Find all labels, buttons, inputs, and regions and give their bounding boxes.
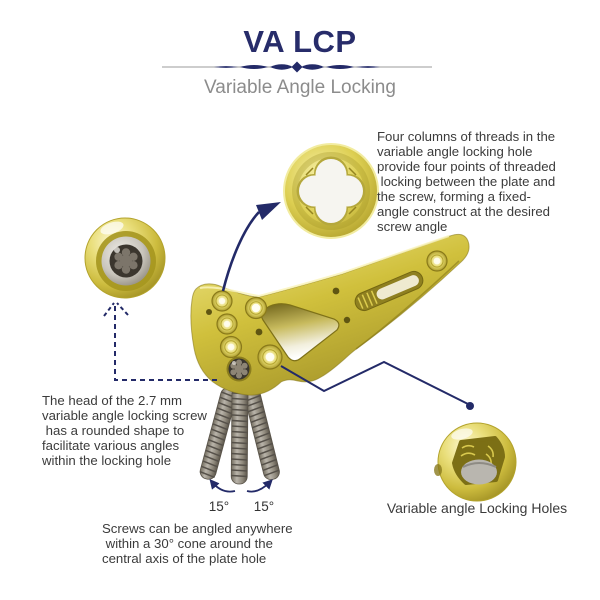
text-line: locking between the plate and [377, 174, 556, 190]
text-line: facilitate various angles [42, 438, 180, 454]
locking-hole [211, 290, 233, 312]
curved-arrow [221, 211, 260, 292]
plate-head-locking-holes [211, 290, 283, 370]
divider-ornament [214, 61, 380, 73]
angle-arc-left [209, 478, 236, 493]
leader-dot [466, 402, 474, 410]
text-line: central axis of the plate hole [102, 551, 267, 567]
inset-locking-hole-ball [434, 422, 517, 502]
screw-left [198, 387, 238, 480]
page-subtitle: Variable Angle Locking [204, 77, 396, 98]
dashed-leader-arrow [103, 302, 217, 381]
angle-label-right: 15° [254, 499, 274, 514]
text-line: has a rounded shape to [42, 423, 185, 439]
inset-screw-head [84, 217, 166, 299]
text-line: provide four points of threaded [377, 159, 556, 175]
text-line: Four columns of threads in the [377, 129, 556, 144]
text-line: within the locking hole [42, 453, 172, 469]
locking-hole [216, 313, 238, 335]
text-line: variable angle locking hole [377, 144, 533, 160]
through-hole-metal [461, 459, 497, 485]
locking-holes-label: Variable angle Locking Holes [386, 500, 568, 516]
shaft-slot [354, 270, 424, 312]
thread-columns [305, 167, 357, 215]
text-line: angle construct at the desired [377, 204, 551, 220]
callout-screw-head-note: The head of the 2.7 mm variable angle lo… [42, 393, 232, 468]
curved-arrow-head [256, 202, 281, 220]
text-line: the screw, forming a fixed- [377, 189, 531, 205]
zigzag-leader [280, 360, 474, 410]
locking-hole [219, 335, 243, 359]
plate-edge-shadow [355, 260, 460, 350]
seated-screw-head [226, 356, 252, 382]
locking-hole [257, 344, 283, 370]
screw-center [230, 386, 249, 485]
ornamental-divider [162, 61, 432, 73]
page-title: VA LCP [243, 24, 357, 59]
inset-va-locking-hole [283, 143, 379, 239]
small-wire-holes [206, 287, 351, 336]
text-line: variable angle locking screw [42, 408, 207, 424]
callout-cone-note: Screws can be angled anywhere within a 3… [102, 521, 312, 566]
angle-label-left: 15° [209, 499, 229, 514]
plate-edge-highlight [199, 235, 450, 298]
specular-highlight [100, 221, 124, 235]
quatrefoil-hole [299, 159, 363, 223]
text-line: screw angle [377, 219, 448, 235]
locking-hole [244, 296, 268, 320]
angle-arcs: 15° 15° [209, 478, 274, 514]
text-line: within a 30° cone around the [102, 536, 273, 552]
torx-recess [114, 248, 138, 274]
callout-thread-columns-note: Four columns of threads in the variable … [377, 129, 589, 234]
tip-locking-hole [426, 250, 448, 272]
text-line: Screws can be angled anywhere [102, 521, 293, 536]
angle-arc-right [246, 479, 273, 493]
text-line: The head of the 2.7 mm [42, 393, 183, 408]
bone-plate [190, 233, 470, 396]
specular-highlight [451, 428, 473, 440]
slot-threads [357, 290, 378, 309]
side-notch [434, 464, 442, 476]
divider-diamond [291, 61, 303, 73]
